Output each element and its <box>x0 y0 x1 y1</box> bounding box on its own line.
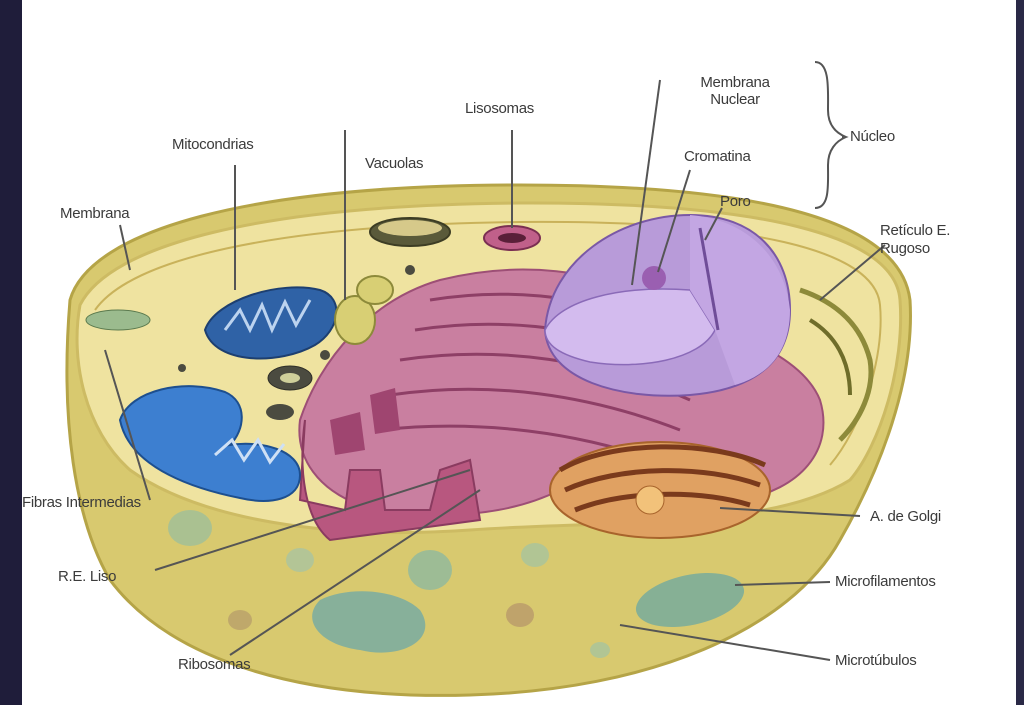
label-membrana-nuclear: Membrana Nuclear <box>675 74 795 108</box>
label-membrana: Membrana <box>60 205 129 222</box>
nucleus-bracket <box>815 62 846 208</box>
vesicle-blob <box>590 642 610 658</box>
small-vacuole <box>357 276 393 304</box>
vacuole-inner <box>378 220 442 236</box>
label-lisosomas: Lisosomas <box>465 100 534 117</box>
small-vesicle <box>266 404 294 420</box>
lysosome-inner <box>498 233 526 243</box>
vesicle-blob <box>408 550 452 590</box>
vesicle-blob <box>521 543 549 567</box>
small-vesicle <box>280 373 300 383</box>
vesicle-blob <box>168 510 212 546</box>
label-microtubulos: Microtúbulos <box>835 652 916 669</box>
label-re-liso: R.E. Liso <box>58 568 116 585</box>
label-poro: Poro <box>720 193 751 210</box>
label-golgi: A. de Golgi <box>870 508 941 525</box>
label-cromatina: Cromatina <box>684 148 751 165</box>
label-microfilamentos: Microfilamentos <box>835 573 936 590</box>
vesicle-blob <box>506 603 534 627</box>
small-vesicle <box>178 364 186 372</box>
label-vacuolas: Vacuolas <box>365 155 423 172</box>
label-ribosomas: Ribosomas <box>178 656 250 673</box>
vesicle-blob <box>286 548 314 572</box>
vesicle-blob <box>228 610 252 630</box>
chromatin-nucleolus <box>642 266 666 290</box>
label-nucleo: Núcleo <box>850 128 895 145</box>
label-fibras-intermedias: Fibras Intermedias <box>22 494 141 511</box>
label-reticulo-rugoso: Retículo E. Rugoso <box>880 222 990 258</box>
golgi-vesicle <box>636 486 664 514</box>
peroxisome <box>86 310 150 330</box>
small-vesicle <box>405 265 415 275</box>
label-mitocondrias: Mitocondrias <box>172 136 253 153</box>
small-vesicle <box>320 350 330 360</box>
